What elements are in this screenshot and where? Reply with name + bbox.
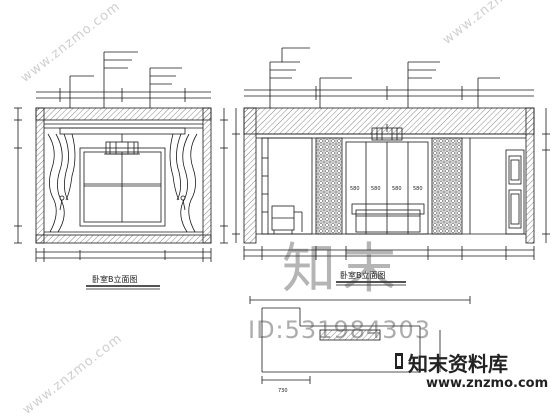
brand-logo-icon [395, 353, 403, 369]
panel-dim-1: 580 [350, 186, 360, 192]
left-wall-hatch-bottom [35, 234, 212, 244]
drawing-id: ID:531984303 [248, 316, 432, 344]
armchair-icon [271, 205, 303, 234]
left-elevation-caption: 卧室B立面图 [92, 274, 138, 284]
brand-watermark: 知末 [282, 237, 402, 300]
left-pelmet [59, 127, 186, 135]
brand-url: www.znzmo.com [426, 376, 549, 391]
right-wall-hatch-right [525, 107, 535, 244]
pendant-lamp-icon [371, 124, 403, 141]
panel-dim-4: 580 [413, 186, 423, 192]
lattice-screen-left [315, 137, 343, 235]
left-elevation [14, 51, 228, 290]
plan-detail [249, 296, 471, 384]
left-curtain-icon [47, 133, 76, 233]
right-curtain-icon [169, 133, 198, 233]
lattice-screen-right [431, 137, 463, 235]
right-wall-hatch-left [243, 107, 257, 244]
panel-dim-3: 580 [392, 186, 402, 192]
panel-dim-2: 580 [371, 186, 381, 192]
right-elevation-caption: 卧室B立面图 [340, 270, 386, 280]
right-wall-hatch-top [243, 107, 535, 135]
chandelier-icon [104, 134, 140, 155]
brand-name: 知末资料库 [408, 352, 508, 376]
left-wall-hatch-left [35, 107, 45, 244]
window-frame [79, 147, 166, 227]
bed-icon [351, 203, 425, 233]
right-elevation [232, 47, 550, 384]
left-wall-hatch-top [35, 107, 212, 121]
door-icon [505, 149, 525, 235]
left-wall-hatch-right [202, 107, 212, 244]
plan-dim: 730 [278, 388, 288, 394]
wardrobe [261, 137, 313, 235]
